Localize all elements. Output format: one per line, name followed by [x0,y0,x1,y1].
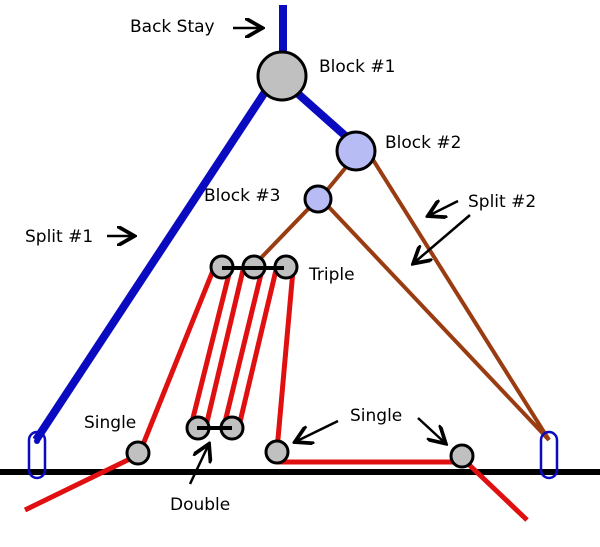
tackle-line [460,456,529,522]
tackle-line [222,269,265,423]
single-arrow-right [417,417,444,442]
split1-label: Split #1 [25,227,93,247]
split2-outer-line [368,153,551,442]
double-label: Double [170,495,230,515]
single-left-label: Single [84,413,136,433]
block3 [303,184,333,214]
block3-label: Block #3 [204,186,280,206]
split1-line [32,89,269,443]
split2-lines [255,153,551,442]
triple-label: Triple [308,265,355,285]
double-arrow [188,446,208,485]
split2-label: Split #2 [468,192,536,212]
single-arrow-middle [297,419,339,441]
left-anchor [27,430,47,480]
block1-to-block2-line [293,89,353,143]
single-block-middle [264,439,290,465]
single-block-left [125,440,151,466]
split2-arrow-outer [430,201,459,215]
tackle-line [204,269,246,423]
left-anchor-pin [34,438,40,444]
split2-arrow-inner [415,214,471,262]
single-right-label: Single [350,406,402,426]
block1-label: Block #1 [319,57,395,77]
right-anchor [539,430,559,480]
block2-label: Block #2 [385,133,461,153]
block3-to-anchor-line [323,201,551,442]
tackle-lines [23,267,529,522]
block3-to-triple-line [255,203,314,264]
tackle-line [274,269,296,451]
single-block-right [449,443,475,469]
tackle-line [237,269,279,423]
blue-stays [32,5,353,443]
block2 [335,130,377,172]
tackle-line [189,269,233,423]
tackle-line [137,267,217,453]
back-stay-label: Back Stay [130,17,215,37]
block1 [256,50,308,102]
tackle-line [23,453,138,513]
